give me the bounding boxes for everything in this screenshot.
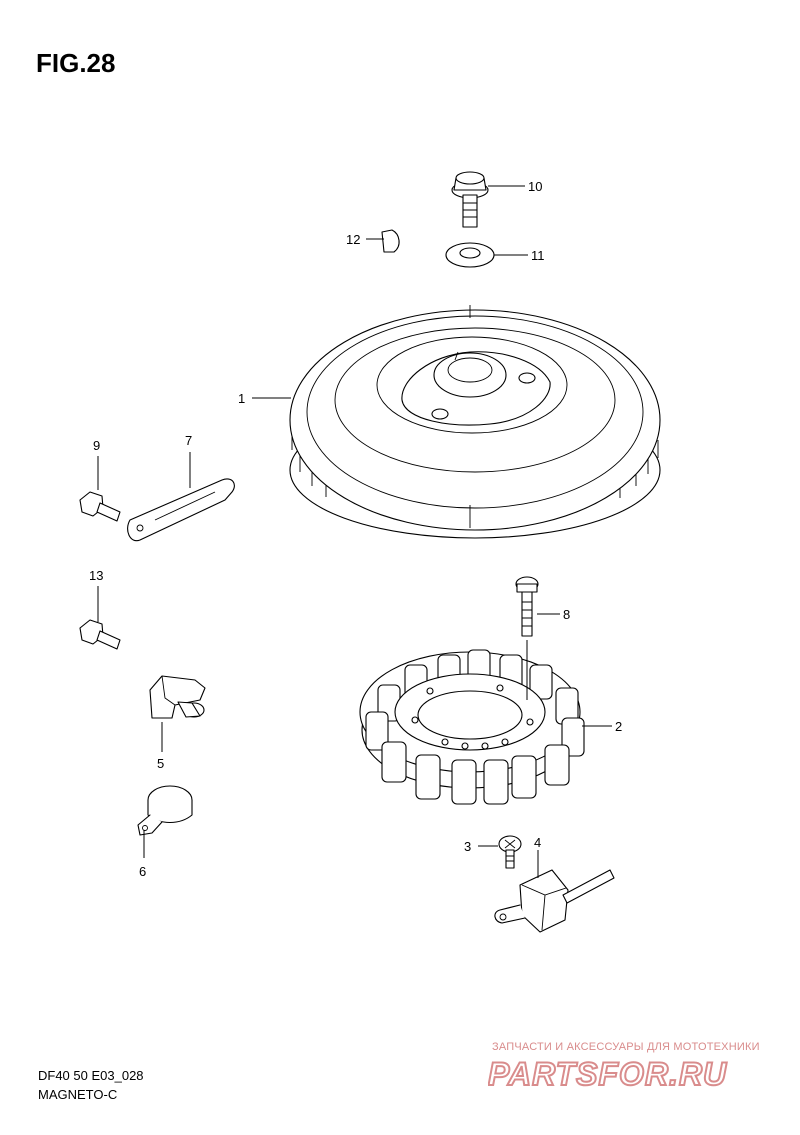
screw[interactable]: [498, 835, 522, 869]
watermark-tagline: ЗАПЧАСТИ И АКСЕССУАРЫ ДЛЯ МОТОТЕХНИКИ: [492, 1041, 760, 1053]
figure-code: DF40 50 E03_028: [38, 1068, 144, 1083]
figure-title: FIG.28: [36, 48, 116, 78]
washer[interactable]: [445, 242, 495, 268]
callout-3: 3: [464, 839, 471, 854]
callout-1: 1: [238, 391, 245, 406]
callout-5: 5: [157, 756, 164, 771]
callout-6: 6: [139, 864, 146, 879]
callout-2: 2: [615, 719, 622, 734]
clamp[interactable]: [137, 785, 193, 836]
watermark-logo-text: PARTSFOR.RU: [488, 1056, 727, 1092]
pulser-coil[interactable]: [494, 869, 615, 933]
callout-11: 11: [531, 248, 545, 263]
bracket[interactable]: [127, 478, 235, 542]
bolt-long[interactable]: [515, 576, 539, 637]
stator-holes: [411, 684, 534, 750]
leader-lines: [97, 185, 612, 878]
callout-12: 12: [346, 232, 360, 247]
callout-13: 13: [89, 568, 103, 583]
figure-name: MAGNETO-C: [38, 1087, 118, 1102]
watermark-logo: PARTSFOR.RU: [488, 1055, 727, 1093]
callout-8: 8: [563, 607, 570, 622]
bolt-13[interactable]: [79, 619, 121, 650]
sensor[interactable]: [149, 675, 206, 719]
callout-4: 4: [534, 835, 541, 850]
callout-10: 10: [528, 179, 542, 194]
flywheel[interactable]: [289, 305, 661, 539]
callout-7: 7: [185, 433, 192, 448]
flange-bolt[interactable]: [451, 171, 489, 228]
callout-9: 9: [93, 438, 100, 453]
bolt-9[interactable]: [79, 491, 121, 522]
stator[interactable]: [359, 649, 585, 805]
ring-gear-teeth: [291, 430, 659, 498]
woodruff-key[interactable]: [381, 229, 400, 253]
